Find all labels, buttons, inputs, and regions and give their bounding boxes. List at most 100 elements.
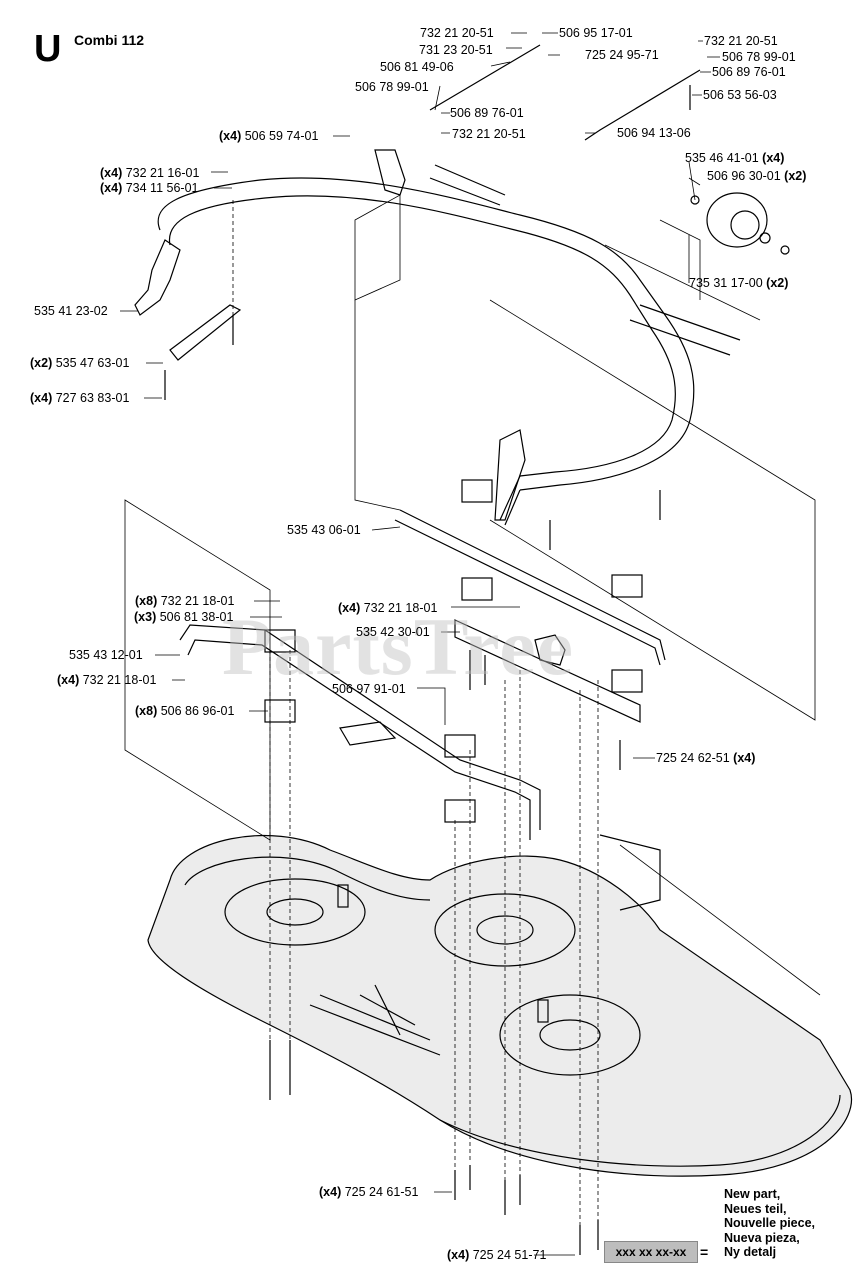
part-number: 732 21 18-01: [82, 673, 157, 687]
part-label: (x4) 732 21 18-01: [57, 673, 156, 687]
part-label: 725 24 95-71: [585, 48, 659, 62]
mower-deck: [147, 834, 852, 1177]
part-label: 725 24 62-51 (x4): [656, 751, 755, 765]
part-label: (x4) 727 63 83-01: [30, 391, 129, 405]
part-label: (x2) 535 47 63-01: [30, 356, 129, 370]
part-label: (x8) 506 86 96-01: [135, 704, 234, 718]
part-number: 732 21 18-01: [363, 601, 438, 615]
part-quantity: (x4): [338, 601, 361, 615]
part-label: 735 31 17-00 (x2): [689, 276, 788, 290]
part-quantity: (x3): [134, 610, 157, 624]
construction-planes: [124, 194, 821, 996]
part-label: (x4) 732 21 18-01: [338, 601, 437, 615]
page-title: Combi 112: [74, 32, 145, 48]
part-number: 535 46 41-01: [685, 151, 759, 165]
part-number: 725 24 61-51: [344, 1185, 419, 1199]
part-label: (x4) 725 24 61-51: [319, 1185, 418, 1199]
part-quantity: (x4): [733, 751, 756, 765]
part-number: 506 81 38-01: [159, 610, 234, 624]
part-label: 506 81 49-06: [380, 60, 454, 74]
legend-line: Neues teil,: [724, 1201, 787, 1216]
part-number: 535 41 23-02: [34, 304, 108, 318]
part-label: 731 23 20-51: [419, 43, 493, 57]
part-label: 506 94 13-06: [617, 126, 691, 140]
spacer-blocks: [264, 479, 643, 823]
part-label: 506 89 76-01: [450, 106, 524, 120]
part-quantity: (x2): [30, 356, 53, 370]
part-number: 731 23 20-51: [419, 43, 493, 57]
part-number: 535 42 30-01: [356, 625, 430, 639]
part-label: 535 41 23-02: [34, 304, 108, 318]
part-number: 732 21 20-51: [704, 34, 778, 48]
part-quantity: (x4): [319, 1185, 342, 1199]
part-number: 727 63 83-01: [55, 391, 130, 405]
part-quantity: (x2): [784, 169, 807, 183]
part-quantity: (x8): [135, 704, 158, 718]
part-number: 506 81 49-06: [380, 60, 454, 74]
part-number: 506 89 76-01: [450, 106, 524, 120]
upper-linkage: [429, 44, 790, 255]
part-quantity: (x4): [100, 166, 123, 180]
part-number: 506 86 96-01: [160, 704, 235, 718]
legend-line: Nouvelle piece,: [724, 1216, 816, 1230]
part-quantity: (x4): [447, 1248, 470, 1262]
part-label: (x4) 734 11 56-01: [100, 181, 198, 195]
part-number: 732 21 20-51: [452, 127, 526, 141]
part-number: 506 78 99-01: [355, 80, 429, 94]
part-quantity: (x4): [762, 151, 785, 165]
link-arms: [169, 304, 666, 840]
new-part-legend-box: xxx xx xx-xx: [604, 1241, 698, 1263]
legend-line: Nueva pieza,: [724, 1230, 800, 1245]
leader-lines: [120, 32, 720, 1256]
part-number: 535 47 63-01: [55, 356, 130, 370]
part-number: 506 78 99-01: [722, 50, 796, 64]
part-quantity: (x2): [766, 276, 789, 290]
part-label: 506 89 76-01: [712, 65, 786, 79]
part-number: 535 43 06-01: [287, 523, 361, 537]
part-quantity: (x4): [100, 181, 123, 195]
part-label: 506 78 99-01: [722, 50, 796, 64]
part-quantity: (x4): [57, 673, 80, 687]
part-number: 506 94 13-06: [617, 126, 691, 140]
part-number: 735 31 17-00: [689, 276, 763, 290]
part-label: (x4) 725 24 51-71: [447, 1248, 546, 1262]
part-label: 535 43 12-01: [69, 648, 143, 662]
part-number: 506 89 76-01: [712, 65, 786, 79]
part-label: (x8) 732 21 18-01: [135, 594, 234, 608]
part-number: 725 24 62-51: [656, 751, 730, 765]
part-number: 506 97 91-01: [332, 682, 406, 696]
part-label: 732 21 20-51: [452, 127, 526, 141]
assembly-lines: [232, 200, 599, 1225]
part-label: (x4) 732 21 16-01: [100, 166, 199, 180]
part-number: 506 53 56-03: [703, 88, 777, 102]
part-label: 506 53 56-03: [703, 88, 777, 102]
part-label: 506 97 91-01: [332, 682, 406, 696]
part-label: 506 95 17-01: [559, 26, 633, 40]
new-part-legend-text: New part, Neues teil, Nouvelle piece, Nu…: [724, 1187, 815, 1260]
part-number: 506 59 74-01: [244, 129, 319, 143]
part-quantity: (x4): [219, 129, 242, 143]
part-number: 732 21 16-01: [125, 166, 200, 180]
part-number: 506 95 17-01: [559, 26, 633, 40]
legend-line: Ny detalj: [724, 1245, 777, 1259]
page-letter: U: [34, 28, 62, 70]
part-number: 732 21 18-01: [160, 594, 235, 608]
part-number: 732 21 20-51: [420, 26, 494, 40]
part-number: 506 96 30-01: [707, 169, 781, 183]
part-number: 734 11 56-01: [125, 181, 199, 195]
lift-plate: [454, 429, 641, 723]
watermark: PartsTree: [222, 601, 575, 692]
part-number: 725 24 95-71: [585, 48, 659, 62]
part-label: 535 43 06-01: [287, 523, 361, 537]
part-label: (x3) 506 81 38-01: [134, 610, 233, 624]
part-number: 725 24 51-71: [472, 1248, 547, 1262]
part-label: 506 78 99-01: [355, 80, 429, 94]
part-quantity: (x8): [135, 594, 158, 608]
part-label: 535 46 41-01 (x4): [685, 151, 784, 165]
lift-frame: [157, 164, 741, 526]
legend-line: New part,: [724, 1187, 781, 1201]
part-label: 732 21 20-51: [420, 26, 494, 40]
part-label: 535 42 30-01: [356, 625, 430, 639]
part-label: (x4) 506 59 74-01: [219, 129, 318, 143]
